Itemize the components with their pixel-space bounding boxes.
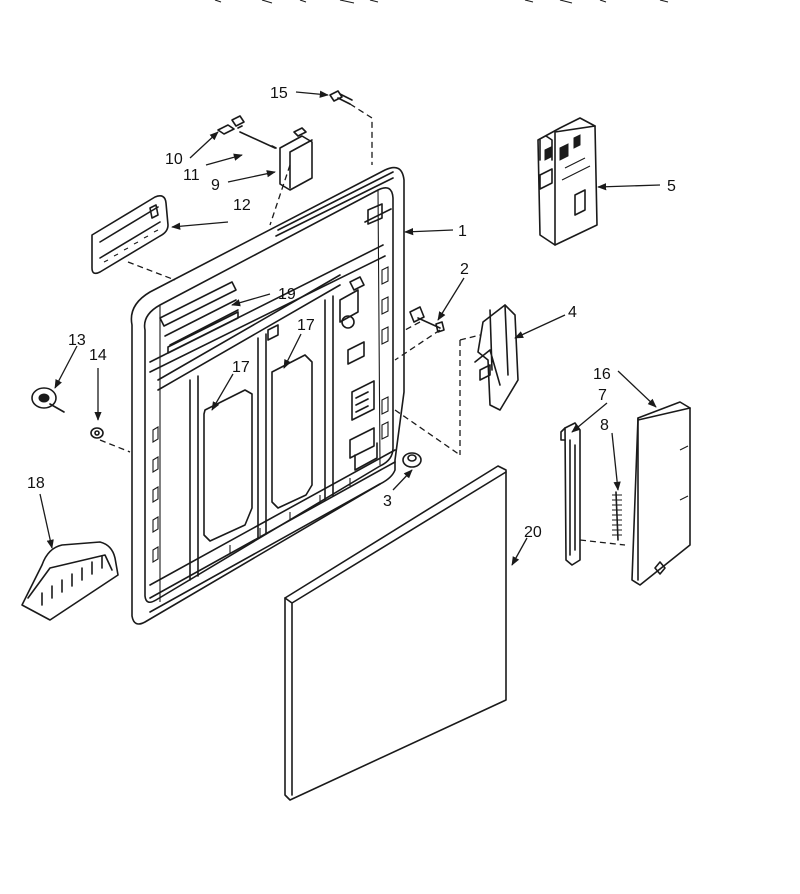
spring-part <box>612 491 622 541</box>
pin-part <box>409 306 445 333</box>
knob-and-washer-parts <box>31 387 104 439</box>
handle-bracket-part <box>91 195 169 275</box>
roller-part <box>402 452 422 468</box>
latch-part <box>474 304 519 411</box>
callout-5: 5 <box>667 178 676 195</box>
switch-cover-part <box>279 127 313 191</box>
callout-11: 11 <box>183 167 200 184</box>
switch-assembly-part <box>537 117 598 246</box>
side-trim-part <box>631 401 691 586</box>
outer-door-panel <box>284 465 507 801</box>
inner-door-panel <box>130 166 405 625</box>
callout-13: 13 <box>68 332 86 349</box>
insulation-pads <box>203 354 313 542</box>
callout-15: 15 <box>270 85 288 102</box>
callout-14: 14 <box>89 347 107 364</box>
callout-8: 8 <box>600 417 609 434</box>
assembly-guide-lines <box>99 103 626 546</box>
callout-3: 3 <box>383 493 392 510</box>
screw-part <box>329 90 353 105</box>
top-edge-artifacts <box>214 0 669 4</box>
callout-4: 4 <box>568 304 577 321</box>
callout-17b: 17 <box>232 359 250 376</box>
callout-12: 12 <box>233 197 251 214</box>
callout-labels: 1 2 3 4 5 7 8 9 10 11 12 13 14 15 16 17 … <box>27 85 676 541</box>
callout-10: 10 <box>165 151 183 168</box>
callout-19: 19 <box>278 286 296 303</box>
callout-18: 18 <box>27 475 45 492</box>
callout-leaders <box>39 90 661 566</box>
callout-9: 9 <box>211 177 220 194</box>
callout-16: 16 <box>593 366 611 383</box>
callout-7: 7 <box>598 387 607 404</box>
vent-trim-part <box>159 281 239 354</box>
callout-20: 20 <box>524 524 542 541</box>
callout-2: 2 <box>460 261 469 278</box>
callout-17a: 17 <box>297 317 315 334</box>
end-cap-part <box>21 541 119 621</box>
hinge-arm-part <box>560 422 581 566</box>
small-hardware-parts <box>217 115 277 149</box>
callout-1: 1 <box>458 223 467 240</box>
